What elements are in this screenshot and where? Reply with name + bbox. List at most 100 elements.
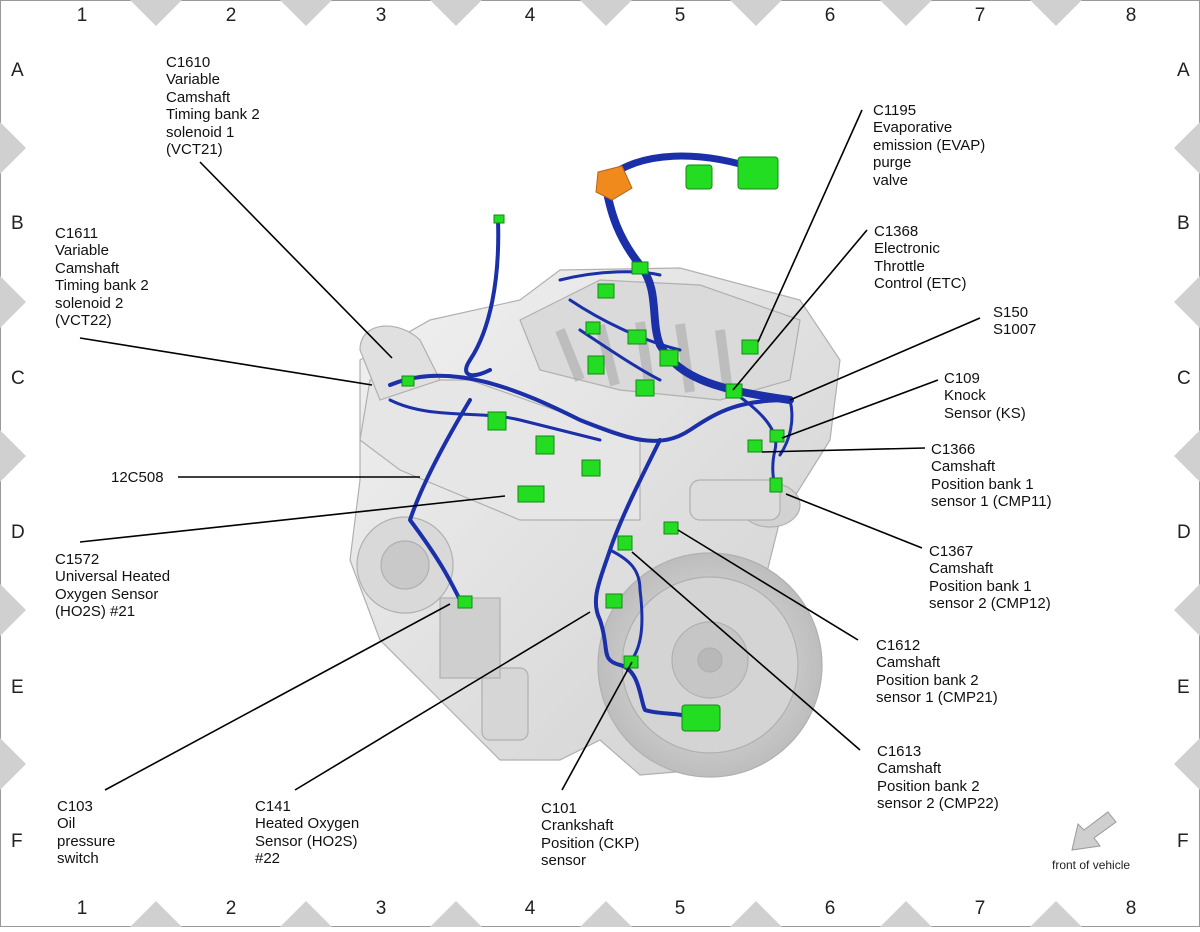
grid-column-6-bottom: 6 <box>824 898 836 919</box>
connector-c1610 <box>401 375 415 387</box>
connector-runner-3 <box>659 349 679 367</box>
connector-upper-2 <box>585 321 601 335</box>
label-c1611: C1611 Variable Camshaft Timing bank 2 so… <box>55 225 149 330</box>
connector-c1613 <box>617 535 633 551</box>
connector-upper-1 <box>597 283 615 299</box>
leader-c1368 <box>732 229 868 391</box>
connector-s150 <box>725 383 743 399</box>
leader-c101 <box>561 661 633 791</box>
border-diamond <box>1030 0 1082 26</box>
border-diamond <box>280 0 332 26</box>
leader-c1613 <box>631 551 861 751</box>
leader-c103 <box>104 603 451 791</box>
grid-row-D-right: D <box>1177 522 1191 543</box>
border-diamond <box>730 0 782 26</box>
grid-row-E-right: E <box>1177 677 1190 698</box>
border-diamond <box>0 122 26 174</box>
leader-c1612 <box>677 529 859 641</box>
connector-c103 <box>457 595 473 609</box>
border-diamond <box>0 584 26 636</box>
border-diamond <box>0 276 26 328</box>
border-diamond <box>0 430 26 482</box>
connector-c1195 <box>631 261 649 275</box>
label-c1366: C1366 Camshaft Position bank 1 sensor 1 … <box>931 441 1052 511</box>
grid-column-8-top: 8 <box>1125 5 1137 26</box>
grid-column-7-bottom: 7 <box>974 898 986 919</box>
grid-row-F-right: F <box>1177 831 1189 852</box>
grid-column-1-top: 1 <box>76 5 88 26</box>
grid-column-1-bottom: 1 <box>76 898 88 919</box>
connector-runner-2 <box>627 329 647 345</box>
grid-column-2-bottom: 2 <box>225 898 237 919</box>
grid-column-3-top: 3 <box>375 5 387 26</box>
connector-antenna-tip <box>493 214 505 224</box>
grid-column-4-bottom: 4 <box>524 898 536 919</box>
connectors <box>401 156 785 732</box>
label-c101: C101 Crankshaft Position (CKP) sensor <box>541 800 640 870</box>
connector-main-plug <box>681 704 721 732</box>
border-diamond <box>130 0 182 26</box>
grid-row-B-right: B <box>1177 213 1190 234</box>
label-c141: C141 Heated Oxygen Sensor (HO2S) #22 <box>255 798 360 868</box>
grommet-connector <box>595 165 633 201</box>
label-c1367: C1367 Camshaft Position bank 1 sensor 2 … <box>929 543 1051 613</box>
grid-row-B-left: B <box>11 213 24 234</box>
border-diamond <box>1030 901 1082 927</box>
connector-c1612 <box>663 521 679 535</box>
label-c103: C103 Oil pressure switch <box>57 798 116 868</box>
leader-c141 <box>294 611 591 791</box>
connector-c1367 <box>769 477 783 493</box>
label-c1610: C1610 Variable Camshaft Timing bank 2 so… <box>166 54 260 159</box>
label-c1613: C1613 Camshaft Position bank 2 sensor 2 … <box>877 743 999 813</box>
grid-row-C-left: C <box>11 368 25 389</box>
leader-c1195 <box>757 109 863 343</box>
grid-column-3-bottom: 3 <box>375 898 387 919</box>
border-diamond <box>0 738 26 790</box>
connector-runner-4 <box>635 379 655 397</box>
connector-runner-1 <box>587 355 605 375</box>
connector-c1368 <box>741 339 759 355</box>
grid-column-5-top: 5 <box>674 5 686 26</box>
leader-c1610 <box>199 161 393 359</box>
connector-c1572 <box>517 485 545 503</box>
engine-block <box>349 267 841 778</box>
connector-head-1 <box>535 435 555 455</box>
connector-c141 <box>605 593 623 609</box>
connector-c109 <box>769 429 785 443</box>
grid-row-A-right: A <box>1177 60 1190 81</box>
leader-c109 <box>781 379 939 439</box>
leader-lines <box>79 109 981 791</box>
border-diamond <box>730 901 782 927</box>
connector-evap-aux <box>685 164 713 190</box>
connector-vct22 <box>487 411 507 431</box>
grid-column-6-top: 6 <box>824 5 836 26</box>
border-diamond <box>580 901 632 927</box>
border-diamond <box>430 0 482 26</box>
label-c1612: C1612 Camshaft Position bank 2 sensor 1 … <box>876 637 998 707</box>
leader-c1367 <box>785 493 923 549</box>
border-diamond <box>1174 122 1200 174</box>
grid-row-F-left: F <box>11 831 23 852</box>
grid-row-A-left: A <box>11 60 24 81</box>
border-diamond <box>880 0 932 26</box>
border-diamond <box>1174 584 1200 636</box>
connector-c1366 <box>747 439 763 453</box>
label-c1572: C1572 Universal Heated Oxygen Sensor (HO… <box>55 551 171 621</box>
border-diamond <box>1174 430 1200 482</box>
border-diamond <box>280 901 332 927</box>
leader-s150 <box>789 317 981 401</box>
label-c1195: C1195 Evaporative emission (EVAP) purge … <box>873 102 986 189</box>
grid-row-E-left: E <box>11 677 24 698</box>
border-diamond <box>130 901 182 927</box>
label-s150: S150 S1007 <box>993 304 1037 339</box>
connector-head-2 <box>581 459 601 477</box>
connector-evap-main <box>737 156 779 190</box>
grid-column-4-top: 4 <box>524 5 536 26</box>
label-c109: C109 Knock Sensor (KS) <box>944 370 1026 422</box>
connector-c101 <box>623 655 639 669</box>
grid-column-7-top: 7 <box>974 5 986 26</box>
border-diamond <box>580 0 632 26</box>
